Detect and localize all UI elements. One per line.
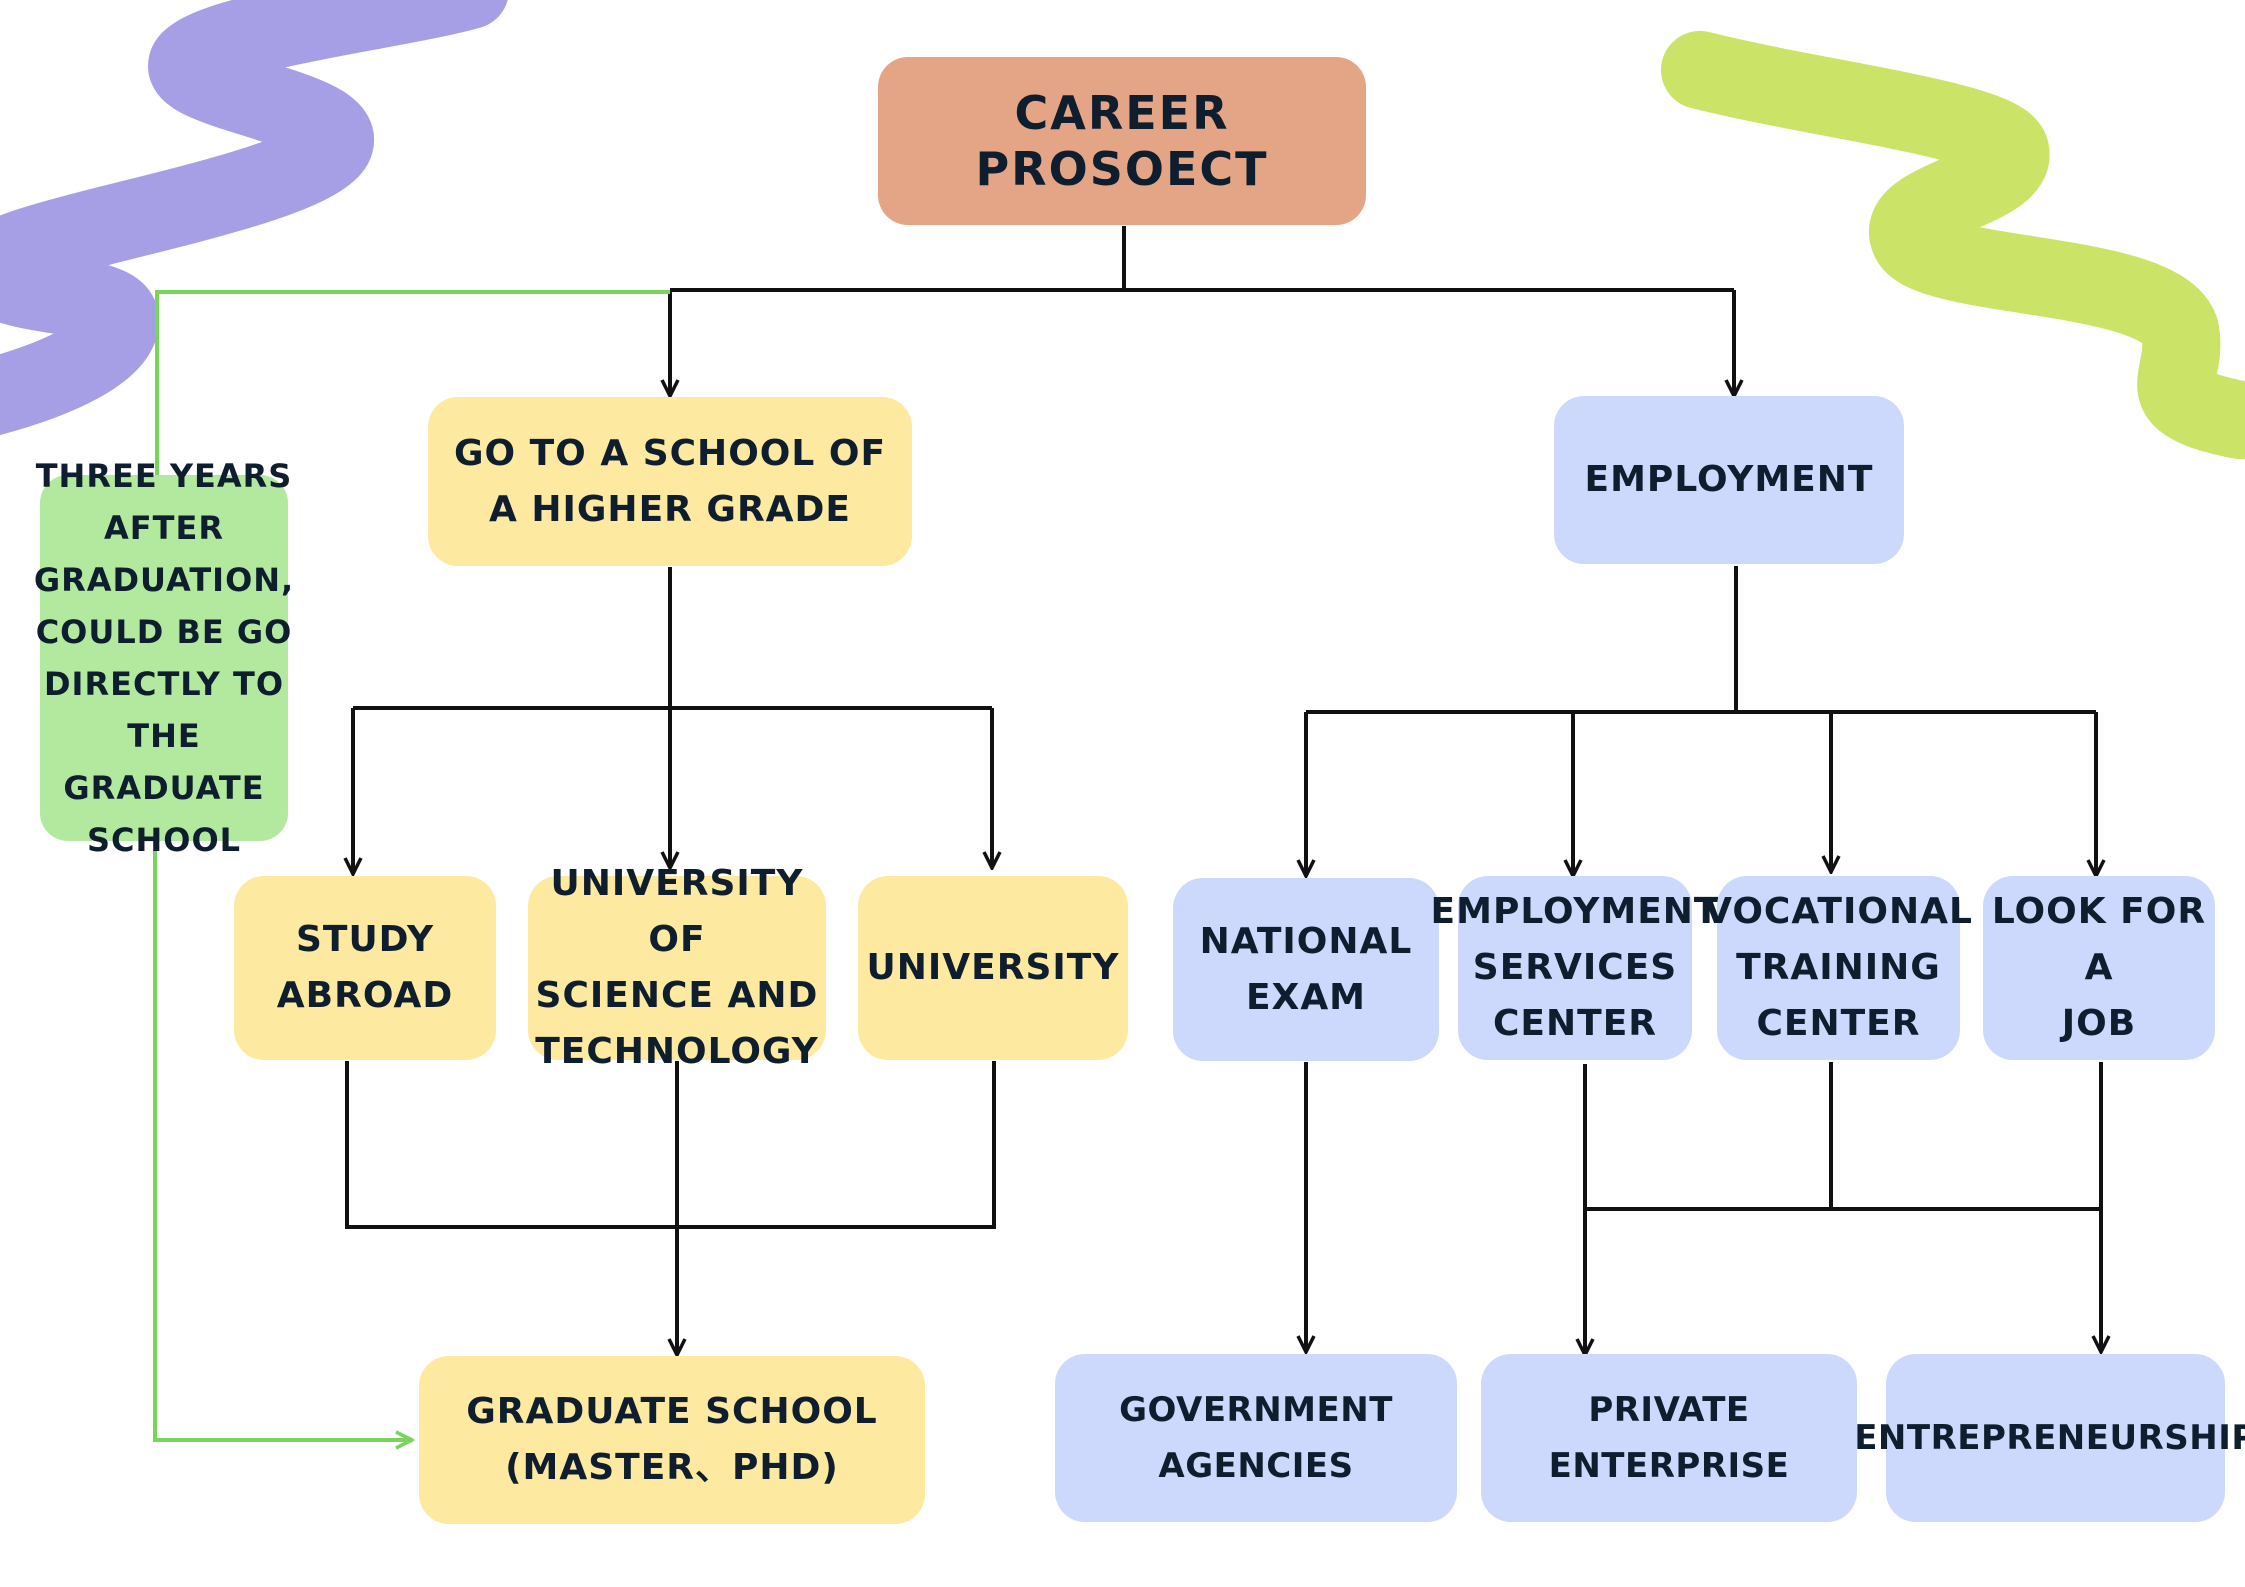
node-look-for-job: LOOK FOR A JOB (1983, 876, 2215, 1060)
arrow-note-to-graduate-school (153, 840, 412, 1440)
node-employment-label: EMPLOYMENT (1584, 459, 1874, 500)
connector-job-merge (1585, 1062, 2101, 1211)
node-entrepreneurship-label: ENTREPRENEURSHIP (1854, 1418, 2245, 1458)
note-connector (153, 290, 670, 1440)
node-private-enterprise: PRIVATE ENTERPRISE (1481, 1354, 1857, 1522)
node-employment: EMPLOYMENT (1554, 396, 1904, 564)
node-government-agencies-label: GOVERNMENT AGENCIES (1119, 1390, 1393, 1486)
node-career-prospect: CAREER PROSOECT (878, 57, 1366, 225)
node-study-abroad: STUDY ABROAD (234, 876, 496, 1060)
node-private-enterprise-label: PRIVATE ENTERPRISE (1548, 1390, 1790, 1486)
node-national-exam-label: NATIONAL EXAM (1199, 920, 1413, 1018)
node-look-for-job-label: LOOK FOR A JOB (1991, 891, 2207, 1044)
decor-brush-right (1661, 31, 2245, 459)
node-government-agencies: GOVERNMENT AGENCIES (1055, 1354, 1457, 1522)
connector-schools-merge (345, 1061, 996, 1229)
decor-brush-left (0, 0, 508, 436)
node-entrepreneurship: ENTREPRENEURSHIP (1854, 1354, 2245, 1522)
node-graduate-school-label: GRADUATE SCHOOL (MASTER、PHD) (466, 1391, 878, 1488)
node-study-abroad-label: STUDY ABROAD (276, 919, 454, 1016)
node-vocational-training-label: VOCATIONAL TRAINING CENTER (1704, 891, 1973, 1044)
node-higher-school-label: GO TO A SCHOOL OF A HIGHER GRADE (453, 432, 887, 530)
node-univ-sci-tech-label: UNIVERSITY OF SCIENCE AND TECHNOLOGY (535, 863, 819, 1072)
note-line-top (155, 290, 670, 476)
node-higher-school: GO TO A SCHOOL OF A HIGHER GRADE (428, 397, 912, 566)
node-university-label: UNIVERSITY (866, 947, 1120, 988)
connectors (347, 226, 2101, 1355)
note-three-years-label: THREE YEARS AFTER GRADUATION, COULD BE G… (33, 457, 295, 859)
node-vocational-training: VOCATIONAL TRAINING CENTER (1704, 876, 1972, 1060)
node-employment-services: EMPLOYMENT SERVICES CENTER (1431, 876, 1718, 1060)
node-national-exam: NATIONAL EXAM (1173, 878, 1439, 1061)
node-university: UNIVERSITY (858, 876, 1128, 1060)
node-employment-services-label: EMPLOYMENT SERVICES CENTER (1430, 891, 1720, 1044)
node-career-prospect-label: CAREER PROSOECT (975, 86, 1269, 196)
node-univ-sci-tech: UNIVERSITY OF SCIENCE AND TECHNOLOGY (528, 863, 826, 1072)
note-three-years: THREE YEARS AFTER GRADUATION, COULD BE G… (34, 457, 293, 859)
node-graduate-school: GRADUATE SCHOOL (MASTER、PHD) (419, 1356, 925, 1524)
